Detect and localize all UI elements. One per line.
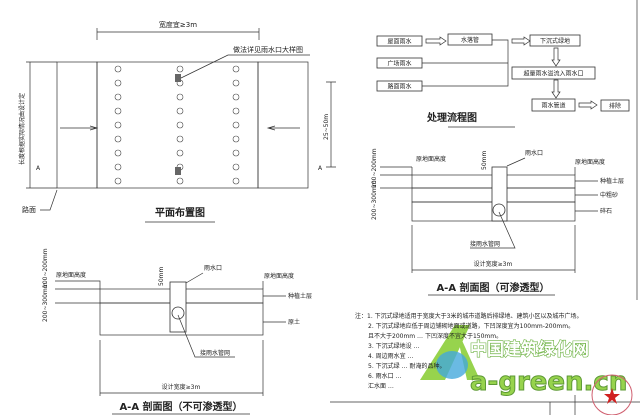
plan-spacing-dim: 25~50m bbox=[323, 114, 330, 140]
flow-road-rain: 路面雨水 bbox=[387, 83, 411, 91]
note-line: 且不大于200mm … 下凹深度不宜大于150mm。 bbox=[368, 332, 502, 340]
tree-icon bbox=[176, 107, 184, 115]
ground-level-left: 原地面高度 bbox=[416, 155, 446, 163]
native-soil-label: 原土 bbox=[288, 318, 300, 326]
watermark-cn: 中国建筑绿化网 bbox=[470, 339, 589, 360]
tree-icon bbox=[176, 149, 184, 157]
plan-length-note: 长度根据实际情况由设计定 bbox=[18, 93, 26, 165]
flow-plaza-rain: 广场雨水 bbox=[387, 60, 411, 68]
sand-label: 中粗砂 bbox=[600, 191, 618, 199]
watermark-en: a-green.cn bbox=[470, 367, 627, 397]
tree-icon bbox=[232, 121, 240, 129]
inlet-label: 雨水口 bbox=[525, 149, 543, 157]
rain-inlet-bottom bbox=[175, 167, 181, 175]
tree-icon bbox=[232, 93, 240, 101]
flow-sunken-green: 下沉式绿地 bbox=[540, 37, 570, 45]
dim-50: 50mm bbox=[158, 267, 165, 286]
width-dim: 设计宽度≥3m bbox=[474, 260, 513, 268]
note-line: 6. 雨水口 … bbox=[368, 372, 402, 380]
flow-box-pipe bbox=[531, 98, 576, 112]
tree-icon bbox=[176, 177, 184, 185]
flow-box-overflow bbox=[511, 66, 596, 80]
flow-downpipe: 水落管 bbox=[461, 36, 479, 44]
section-permeable: 原地面高度 原地面高度 雨水口 50mm 100~200mm 200~300mm… bbox=[371, 148, 624, 296]
tree-icon bbox=[232, 107, 240, 115]
connect-label: 接雨水管网 bbox=[200, 349, 230, 357]
watermark-logo: 中国建筑绿化网 a-green.cn bbox=[420, 325, 628, 398]
connect-label: 接雨水管网 bbox=[470, 240, 500, 248]
ground-level-right: 原地面高度 bbox=[575, 158, 605, 166]
inlet-label: 雨水口 bbox=[204, 264, 222, 272]
flow-discharge: 排除 bbox=[609, 102, 621, 110]
tree-symbols bbox=[114, 65, 240, 185]
sunken-green-area bbox=[96, 61, 259, 189]
tree-icon bbox=[114, 79, 122, 87]
section-mark-right: A bbox=[318, 165, 323, 172]
tree-icon bbox=[232, 135, 240, 143]
dim-depth: 100~200mm bbox=[371, 148, 378, 188]
flow-box-roof-rain bbox=[376, 35, 423, 47]
drain-pipe bbox=[171, 306, 185, 320]
drain-pipe bbox=[492, 203, 506, 217]
dim-layer: 200~300mm bbox=[42, 282, 49, 322]
plan-detail-note: 做法详见雨水口大样图 bbox=[233, 45, 303, 54]
tree-icon bbox=[232, 163, 240, 171]
tree-icon bbox=[114, 135, 122, 143]
plan-width-dim: 宽度宜≥3m bbox=[159, 20, 197, 29]
gravel-label: 碎石 bbox=[600, 207, 612, 215]
flow-pipe: 雨水管道 bbox=[541, 102, 565, 110]
plan-title: 平面布置图 bbox=[155, 206, 205, 219]
soil-label: 种植土层 bbox=[600, 177, 624, 185]
tree-icon bbox=[114, 163, 122, 171]
ground-level-left: 原地面高度 bbox=[56, 271, 86, 279]
road-left bbox=[56, 61, 98, 189]
flow-box-downpipe bbox=[447, 33, 493, 46]
road-label: 路面 bbox=[22, 205, 36, 214]
flow-box-discharge bbox=[600, 99, 630, 112]
tree-icon bbox=[114, 121, 122, 129]
width-dim: 设计宽度≥3m bbox=[162, 383, 201, 391]
tree-icon bbox=[232, 79, 240, 87]
tree-icon bbox=[114, 65, 122, 73]
tree-icon bbox=[114, 177, 122, 185]
flow-title: 处理流程图 bbox=[426, 111, 477, 124]
section-impermeable: 原地面高度 原地面高度 雨水口 50mm 100~200mm 200~300mm… bbox=[42, 248, 312, 415]
dim-depth: 100~200mm bbox=[42, 248, 49, 288]
tree-icon bbox=[114, 107, 122, 115]
flow-overflow: 超量雨水溢流入雨水口 bbox=[523, 70, 583, 78]
ground-level-right: 原地面高度 bbox=[264, 272, 294, 280]
note-line: 4. 周边雨水宜 … bbox=[368, 352, 414, 360]
section-mark-left: A bbox=[36, 165, 41, 172]
soil-label: 种植土层 bbox=[288, 292, 312, 300]
dim-layer: 200~300mm bbox=[371, 180, 378, 220]
note-line: 5. 下沉式绿 … 耐淹的品种。 bbox=[368, 362, 445, 370]
tree-icon bbox=[176, 93, 184, 101]
flow-box-sunken-green bbox=[529, 34, 581, 47]
tree-icon bbox=[176, 65, 184, 73]
tree-icon bbox=[232, 65, 240, 73]
note-line: 汇水面 … bbox=[368, 382, 394, 390]
tree-icon bbox=[114, 93, 122, 101]
tree-icon bbox=[232, 177, 240, 185]
tree-icon bbox=[176, 135, 184, 143]
tree-icon bbox=[232, 149, 240, 157]
plan-view: 宽度宜≥3m 做法详见雨水口大样图 长度根据实际情况由设计定 25~50m 路面… bbox=[18, 20, 336, 223]
flow-chart: 屋面雨水 水落管 下沉式绿地 广场雨水 路面雨水 超量雨水溢流入雨水口 雨水管道… bbox=[376, 0, 638, 300]
section-permeable-title: A-A 剖面图（可渗透型） bbox=[436, 281, 549, 294]
tree-icon bbox=[114, 149, 122, 157]
note-line: 注：1. 下沉式绿地适用于宽度大于3米的城市道路后排绿地、建筑小区以及城市广场。 bbox=[355, 312, 582, 320]
note-line: 3. 下沉式绿地设 … bbox=[368, 342, 420, 350]
flow-roof-rain: 屋面雨水 bbox=[387, 38, 411, 46]
note-line: 2. 下沉式绿地应低于周边铺砌地面或道路，下凹深度宜为100mm-200mm。 bbox=[368, 322, 574, 330]
tree-icon bbox=[176, 121, 184, 129]
stamp-logo bbox=[591, 374, 633, 415]
dim-50: 50mm bbox=[481, 151, 488, 170]
rain-inlet-top bbox=[175, 74, 181, 82]
road-right bbox=[257, 61, 309, 189]
notes: 注：1. 下沉式绿地适用于宽度大于3米的城市道路后排绿地、建筑小区以及城市广场。… bbox=[355, 312, 582, 390]
section-impermeable-title: A-A 剖面图（不可渗透型） bbox=[119, 400, 242, 413]
